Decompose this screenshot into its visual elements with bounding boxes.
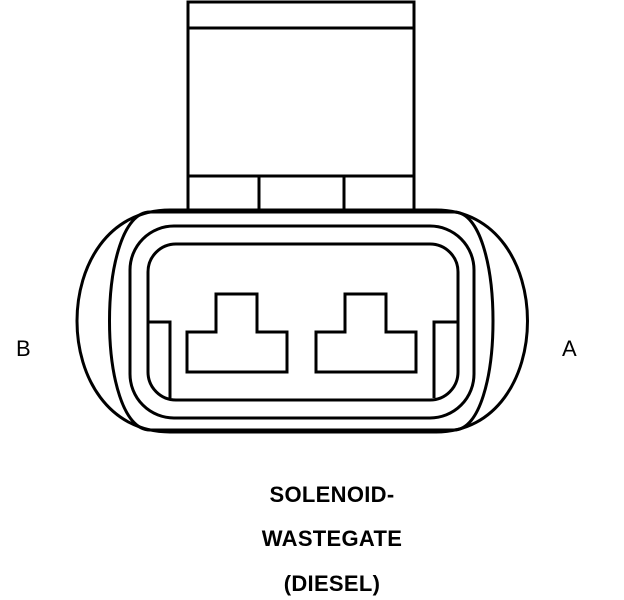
caption-line-2: WASTEGATE	[261, 526, 403, 551]
connector-latch-tab	[186, 0, 416, 212]
connector-outer-housing	[75, 208, 529, 434]
pin-label-b: B	[16, 336, 31, 361]
pin-label-a: A	[562, 336, 577, 361]
connector-housing-ring-1	[108, 210, 495, 432]
terminal-a	[314, 292, 418, 374]
terminal-b	[185, 292, 289, 374]
left-key-rail	[148, 320, 172, 398]
caption-line-1: SOLENOID-	[269, 482, 395, 507]
caption-line-3: (DIESEL)	[283, 571, 381, 596]
connector-housing-ring-2	[128, 224, 476, 420]
right-key-rail	[432, 320, 458, 398]
